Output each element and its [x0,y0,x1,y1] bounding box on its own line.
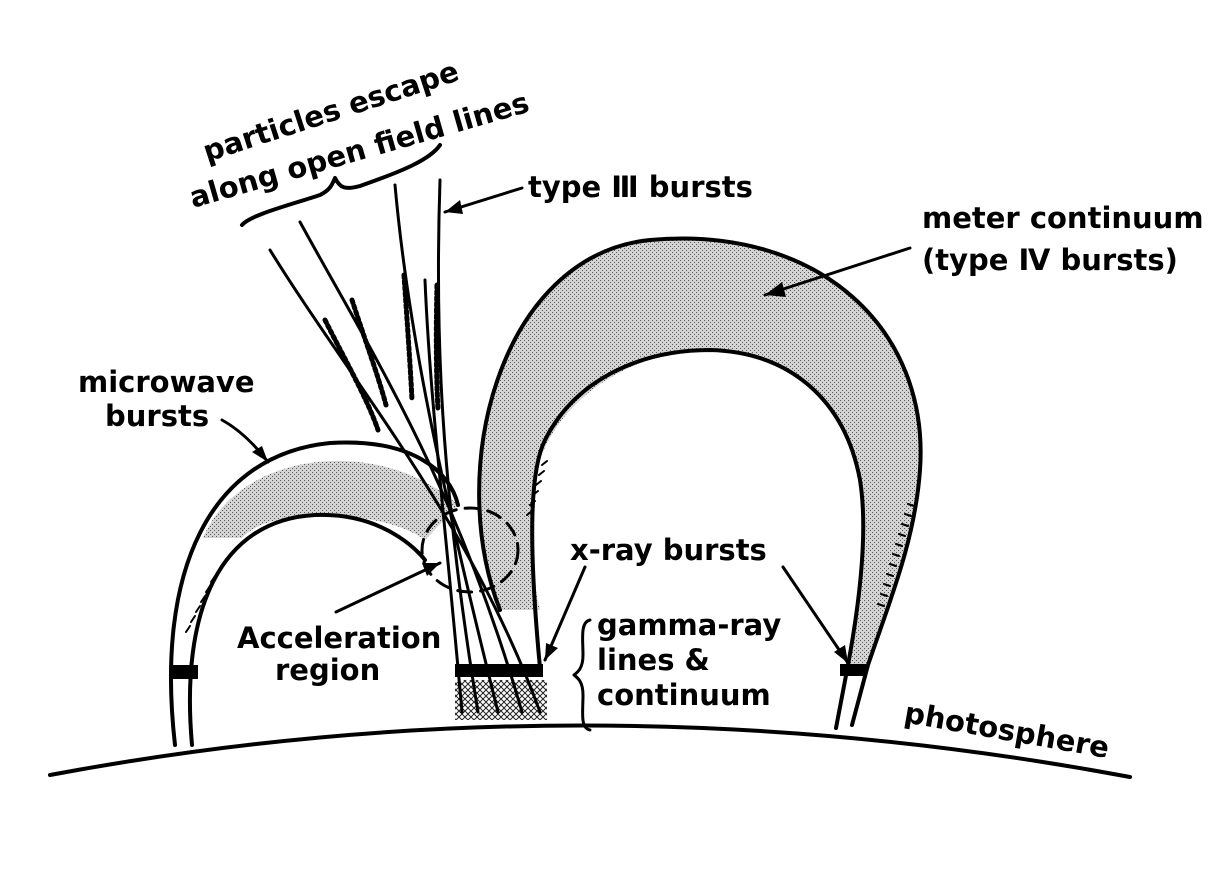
central-footpoint-band [455,664,543,677]
microwave-bursts-label-line1: microwave [78,365,255,399]
large-loop-inner [530,348,866,730]
open-field-line [423,278,464,714]
gamma-ray-brace [572,618,592,732]
open-field-line [436,178,480,714]
acceleration-arrow [334,561,442,614]
gamma-ray-label-line1: gamma-ray [597,608,781,642]
type-iii-traces [322,272,441,433]
large-loop-right-electron-trace [877,503,915,607]
type-iii-bursts-label: type Ⅲ bursts [528,170,753,204]
open-field-lines [268,178,542,714]
xray-right-arrow [781,565,850,665]
microwave-arrowhead [252,446,268,462]
acceleration-region-label-line1: Acceleration [237,621,441,655]
meter-continuum-label-line1: meter continuum [922,201,1204,235]
open-field-line [298,220,524,714]
open-field-line [268,248,542,714]
meter-continuum-arrowhead [765,282,786,297]
acceleration-region-label-line2: region [275,653,380,687]
acceleration-region-circle [420,506,520,594]
meter-continuum-arrow [763,246,912,297]
small-loop-inner [187,512,427,747]
small-loop-shading [203,460,458,540]
large-loop [477,236,923,730]
xray-bursts-label: x-ray bursts [570,533,767,567]
large-loop-left-electron-trace [526,460,548,516]
gamma-ray-label-line2: lines & [597,643,710,677]
large-loop-shading [479,238,921,666]
microwave-bursts-label-line2: bursts [105,399,209,433]
photosphere-curve [48,723,1132,779]
type-iii-trace [349,297,389,408]
photosphere-label: photosphere [902,695,1112,765]
small-loop-footpoint-band [172,665,198,679]
xray-right-arrowhead [834,645,848,663]
pointer-arrows [220,186,912,665]
small-loop-electron-trace [185,575,216,633]
acceleration-arrowhead [422,563,440,576]
xray-left-arrowhead [545,643,558,660]
gamma-ray-hatch-region [455,680,547,720]
large-loop-outer [477,236,923,727]
gamma-ray-label-line3: continuum [597,678,771,712]
particles-escape-brace [240,143,442,227]
open-field-line [393,183,500,714]
type-iii-trace [433,282,441,413]
type-iii-trace [401,272,415,403]
small-loop [168,440,460,747]
xray-left-arrow [543,565,587,662]
type-iii-trace [322,317,381,433]
large-loop-footpoint-band [840,664,866,676]
type-iii-arrowhead [445,200,463,214]
meter-continuum-label-line2: (type Ⅳ bursts) [922,243,1178,277]
